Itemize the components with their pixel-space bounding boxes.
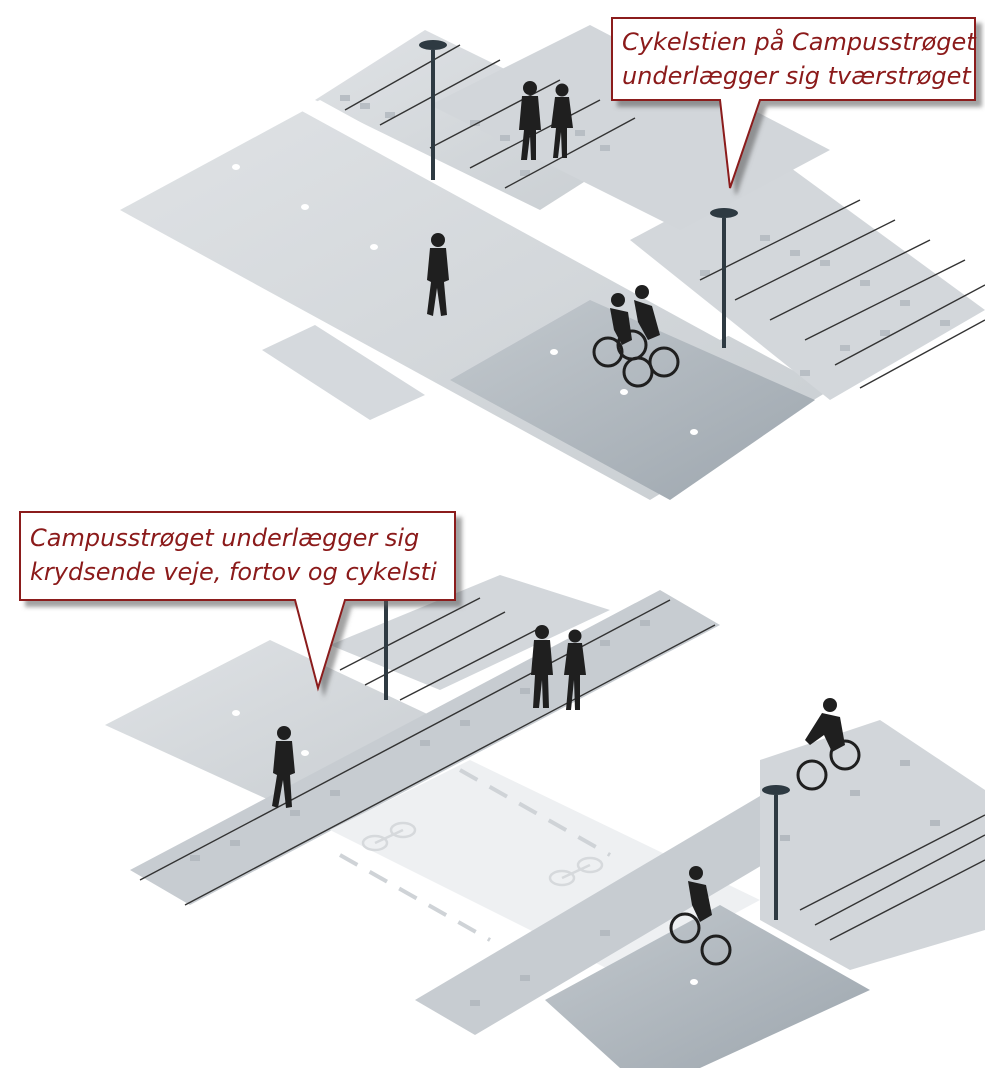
callout-top [611, 17, 976, 189]
top-tiles [340, 95, 950, 376]
callout-top-line2: underlægger sig tværstrøget [622, 62, 972, 90]
bottom-tiles [190, 620, 940, 1006]
pedestrian-figure [519, 81, 573, 160]
zebra-crossing [512, 681, 753, 839]
callout-bottom-line2: krydsende veje, fortov og cykelsti [30, 558, 437, 586]
bottom-scene: Campusstrøget underlægger sig krydsende … [19, 511, 985, 1068]
callout-bottom [19, 511, 456, 692]
street-lamp [419, 40, 447, 180]
bicycle-marking-icon [548, 856, 604, 887]
bottom-center-block [545, 905, 870, 1068]
callout-top-line1: Cykelstien på Campusstrøget [622, 27, 977, 56]
pedestrian-figure [531, 625, 586, 710]
cyclist-figure [592, 329, 680, 388]
street-lamp [384, 590, 388, 700]
top-scene: Cykelstien på Campusstrøget underlægger … [120, 17, 985, 500]
pedestrian-figure [272, 726, 295, 808]
cyclist-figure [796, 698, 861, 791]
top-right-sidewalk [630, 160, 985, 400]
bottom-right-block [760, 720, 985, 970]
bottom-lines [139, 597, 985, 941]
top-markers [232, 164, 698, 435]
callout-bottom-line1: Campusstrøget underlægger sig [30, 524, 419, 552]
bottom-markers [232, 710, 698, 985]
top-gap-stripe [300, 100, 740, 340]
top-road [450, 300, 815, 500]
street-lamp [762, 785, 790, 920]
cyclist-figure [669, 866, 732, 966]
street-lamp [710, 208, 738, 348]
top-small-slab [262, 325, 425, 420]
bike-lane-dashes [339, 768, 611, 942]
bicycle-marking-icon [361, 821, 417, 852]
cyclist-figure [610, 285, 660, 345]
pedestrian-figure [427, 233, 449, 316]
bottom-back-strip [330, 575, 610, 690]
